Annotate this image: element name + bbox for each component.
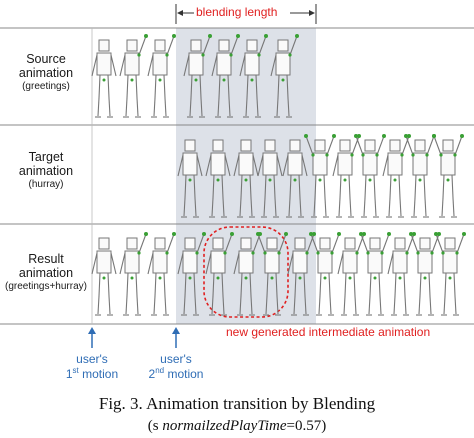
animation-frame-figure bbox=[387, 232, 416, 316]
animation-frame-figure bbox=[404, 134, 436, 218]
figures-layer bbox=[91, 34, 466, 316]
result-label-animation: animation bbox=[18, 266, 74, 280]
animation-frame-figure bbox=[233, 232, 262, 316]
animation-frame-figure bbox=[119, 34, 148, 118]
animation-frame-figure bbox=[147, 34, 176, 118]
animation-frame-figure bbox=[239, 34, 268, 118]
animation-frame-figure bbox=[332, 134, 361, 218]
caption-suffix: =0.57) bbox=[286, 418, 327, 434]
source-row-label: Source animation (greetings) bbox=[0, 52, 92, 92]
target-label-name: Target bbox=[28, 150, 64, 164]
animation-frame-figure bbox=[304, 134, 336, 218]
second-motion-num: 2 bbox=[148, 367, 156, 382]
second-motion-label: user's 2nd motion bbox=[141, 352, 211, 382]
result-label-name: Result bbox=[28, 252, 64, 266]
second-motion-arrowhead bbox=[172, 327, 180, 334]
animation-frame-figure bbox=[119, 232, 148, 316]
second-motion-line2: 2nd motion bbox=[141, 366, 211, 381]
animation-frame-figure bbox=[270, 34, 299, 118]
animation-frame-figure bbox=[256, 232, 288, 316]
animation-frame-figure bbox=[233, 139, 259, 218]
result-label-sub: (greetings+hurray) bbox=[5, 281, 87, 292]
animation-frame-figure bbox=[205, 232, 234, 316]
blending-length-label: blending length bbox=[196, 5, 278, 19]
second-motion-sup: nd bbox=[155, 366, 165, 376]
first-motion-label: user's 1st motion bbox=[57, 352, 127, 382]
animation-frame-figure bbox=[257, 139, 283, 218]
animation-frame-figure bbox=[287, 232, 316, 316]
source-label-animation: animation bbox=[18, 66, 74, 80]
source-label-name: Source bbox=[26, 52, 66, 66]
first-motion-line1: user's bbox=[76, 352, 108, 366]
animation-frame-figure bbox=[147, 232, 176, 316]
animation-frame-figure bbox=[409, 232, 441, 316]
second-motion-word: motion bbox=[167, 367, 204, 382]
animation-frame-figure bbox=[183, 34, 212, 118]
second-motion-line1: user's bbox=[160, 352, 192, 366]
blending-region bbox=[176, 28, 316, 324]
animation-frame-figure bbox=[337, 232, 366, 316]
target-label-sub: (hurray) bbox=[28, 179, 64, 190]
animation-frame-figure bbox=[91, 237, 117, 316]
caption-prefix: (s bbox=[147, 418, 163, 434]
first-motion-word: motion bbox=[82, 367, 119, 382]
animation-frame-figure bbox=[205, 139, 231, 218]
animation-frame-figure bbox=[382, 134, 411, 218]
blending-arrowhead-right bbox=[309, 10, 315, 16]
intermediate-note: new generated intermediate animation bbox=[226, 325, 431, 339]
first-motion-sup: st bbox=[72, 366, 79, 376]
animation-frame-figure bbox=[432, 134, 464, 218]
animation-frame-figure bbox=[91, 39, 117, 118]
animation-frame-figure bbox=[309, 232, 341, 316]
animation-frame-figure bbox=[282, 139, 308, 218]
animation-frame-figure bbox=[359, 232, 391, 316]
target-row-label: Target animation (hurray) bbox=[0, 150, 92, 190]
animation-frame-figure bbox=[177, 232, 206, 316]
source-label-sub: (greetings) bbox=[22, 81, 70, 92]
first-motion-arrowhead bbox=[88, 327, 96, 334]
animation-frame-figure bbox=[434, 232, 466, 316]
result-row-label: Result animation (greetings+hurray) bbox=[0, 252, 92, 292]
figure-caption: Fig. 3. Animation transition by Blending bbox=[98, 394, 376, 413]
caption-variable: normailzedPlayTime bbox=[162, 418, 287, 434]
blending-arrowhead-left bbox=[177, 10, 183, 16]
figure-caption-formula: (s normailzedPlayTime=0.57) bbox=[0, 418, 474, 435]
first-motion-line2: 1st motion bbox=[57, 366, 127, 381]
animation-frame-figure bbox=[177, 139, 203, 218]
intermediate-highlight bbox=[203, 226, 289, 318]
animation-frame-figure bbox=[354, 134, 386, 218]
target-label-animation: animation bbox=[18, 164, 74, 178]
animation-frame-figure bbox=[211, 34, 240, 118]
first-motion-num: 1 bbox=[65, 367, 73, 382]
